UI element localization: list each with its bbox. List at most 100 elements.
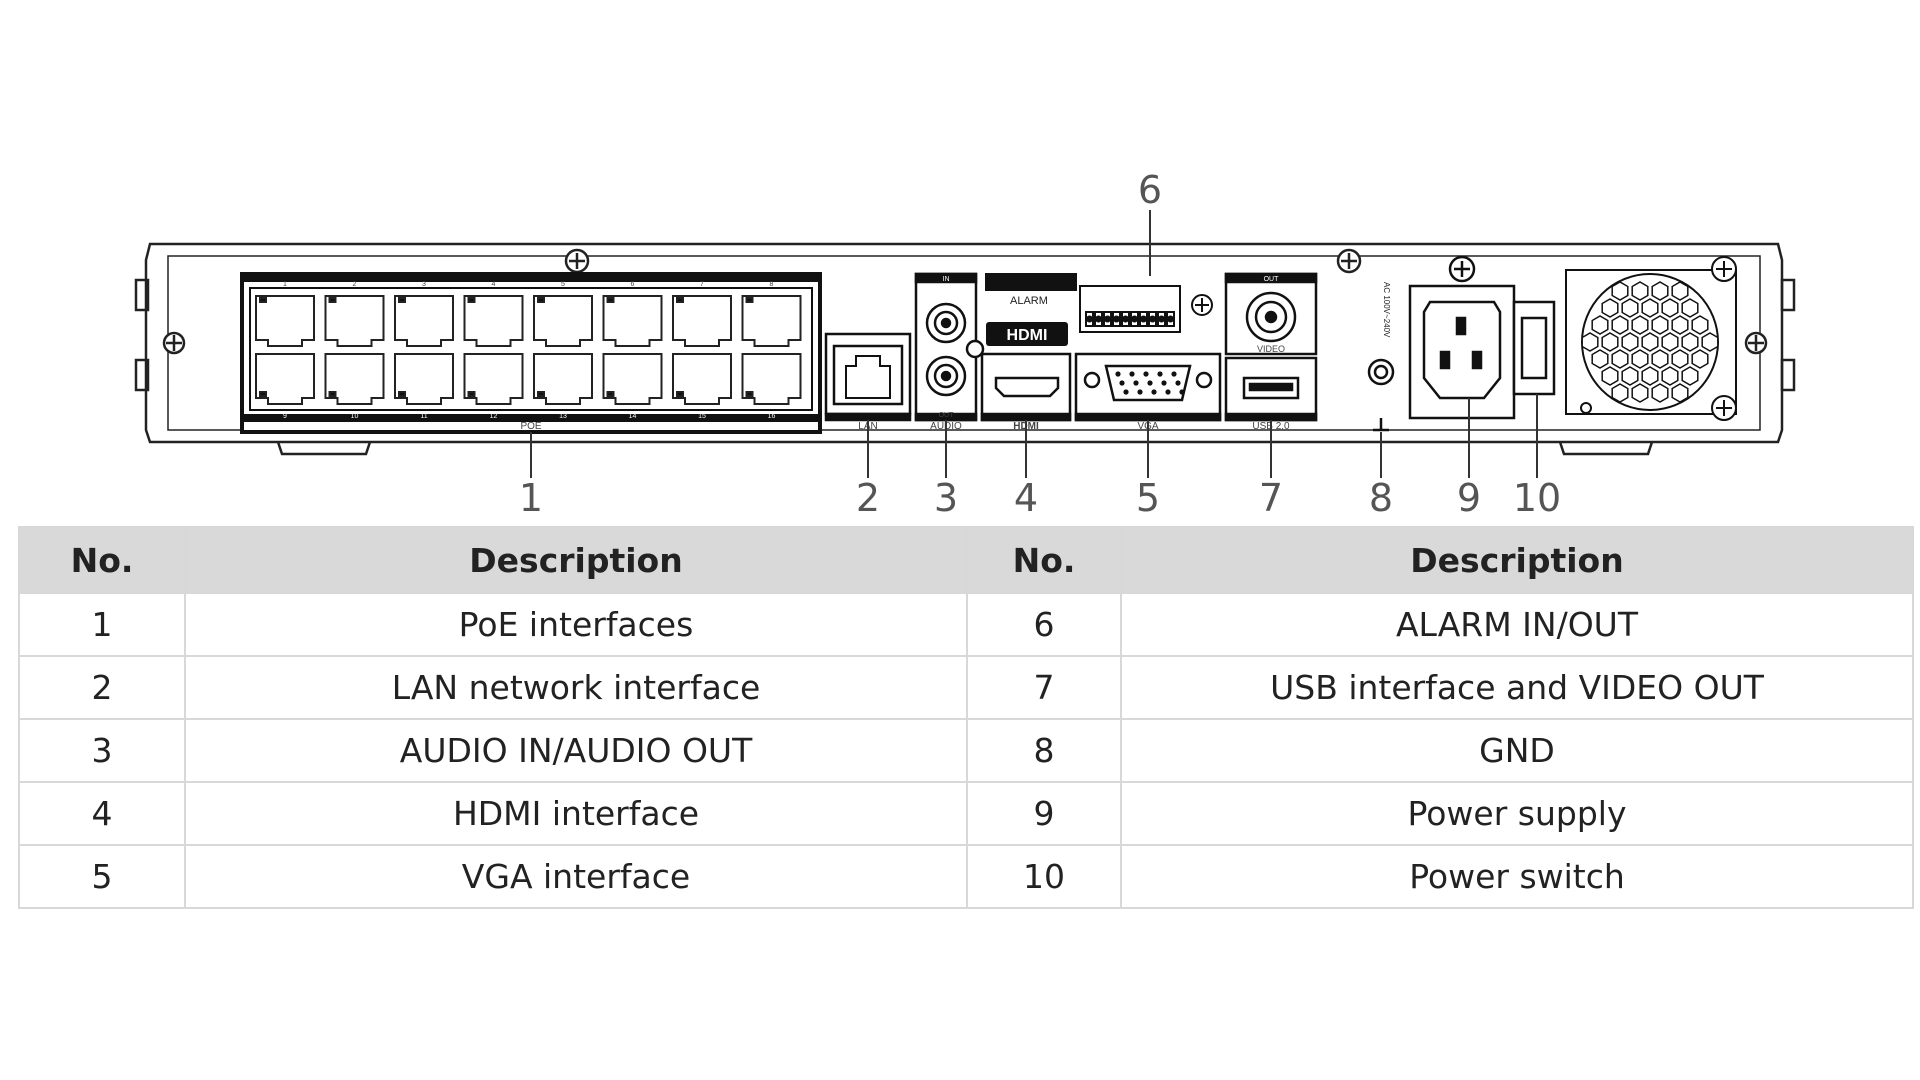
- alarm-pin-screw-icon: [1167, 315, 1174, 323]
- fan-grille-hex: [1641, 332, 1659, 352]
- header-description-left: Description: [184, 526, 968, 594]
- callout-leaders: [530, 210, 1538, 478]
- header-no-left: No.: [18, 526, 186, 594]
- fan-grille-hex: [1601, 332, 1619, 352]
- port-led-icon: [467, 297, 476, 303]
- cell-no: 5: [18, 844, 186, 909]
- fan-grille-hex: [1671, 281, 1689, 301]
- table-row: 3 AUDIO IN/AUDIO OUT 8 GND: [18, 718, 1914, 783]
- poe-port-number: 6: [631, 281, 635, 288]
- cell-description: ALARM IN/OUT: [1120, 592, 1914, 657]
- fan-grille-hex: [1681, 298, 1699, 318]
- port-led-icon: [745, 391, 754, 397]
- video-label: VIDEO: [1257, 344, 1285, 354]
- fan-grille-hex: [1671, 315, 1689, 335]
- fan-grille-hex: [1601, 366, 1619, 386]
- vga-pin-icon: [1123, 389, 1129, 395]
- poe-port-number: 10: [351, 413, 359, 420]
- cell-no: 3: [18, 718, 186, 783]
- vga-pin-icon: [1147, 380, 1153, 386]
- port-led-icon: [606, 297, 615, 303]
- table-row: 5 VGA interface 10 Power switch: [18, 844, 1914, 909]
- rj45-port-icon: [533, 353, 593, 405]
- fan-grille-hex: [1671, 383, 1689, 403]
- cell-no: 8: [966, 718, 1122, 783]
- gnd-terminal: [1367, 358, 1395, 432]
- rj45-port-icon: [324, 295, 385, 347]
- poe-label: POE: [520, 421, 541, 432]
- rj45-port-icon: [672, 295, 732, 347]
- rj45-port-icon: [324, 353, 385, 405]
- alarm-pin-screw-icon: [1122, 315, 1129, 323]
- poe-port-number: 1: [283, 281, 287, 288]
- poe-port-number: 5: [561, 281, 565, 288]
- callout-5: 5: [1135, 476, 1161, 520]
- poe-port-number: 16: [768, 413, 776, 420]
- cell-description: HDMI interface: [184, 781, 968, 846]
- alarm-pin-screw-icon: [1140, 315, 1147, 323]
- cell-description: GND: [1120, 718, 1914, 783]
- audio-out-label: OUT: [939, 412, 955, 419]
- port-led-icon: [259, 297, 267, 303]
- fan-grille-hex: [1601, 298, 1619, 318]
- poe-port-number: 11: [420, 413, 427, 420]
- fan-grille-hex: [1651, 349, 1669, 369]
- rj45-port-icon: [255, 353, 315, 405]
- vga-pin-icon: [1137, 389, 1143, 395]
- hdmi-interface: [980, 352, 1072, 422]
- table-row: 2 LAN network interface 7 USB interface …: [18, 655, 1914, 720]
- alarm-pin-screw-icon: [1095, 315, 1102, 323]
- fan-grille-hex: [1631, 315, 1649, 335]
- power-switch: [1512, 300, 1556, 396]
- poe-port-number: 14: [629, 413, 637, 420]
- cell-description: PoE interfaces: [184, 592, 968, 657]
- video-out-label: OUT: [1264, 276, 1280, 283]
- cell-description: VGA interface: [184, 844, 968, 909]
- fan-grille-hex: [1591, 349, 1609, 369]
- vga-pin-icon: [1143, 371, 1149, 377]
- port-led-icon: [537, 297, 545, 303]
- fan-grille-hex: [1661, 298, 1679, 318]
- port-led-icon: [398, 391, 406, 397]
- fan-grille-hex: [1631, 383, 1649, 403]
- callout-9: 9: [1456, 476, 1482, 520]
- audio-in-label: IN: [943, 276, 950, 283]
- power-rating-label: AC 100V~240V: [1382, 282, 1391, 338]
- rj45-port-icon: [741, 295, 802, 347]
- alarm-pin-screw-icon: [1149, 315, 1156, 323]
- port-led-icon: [537, 391, 545, 397]
- cell-description: USB interface and VIDEO OUT: [1120, 655, 1914, 720]
- cell-no: 4: [18, 781, 186, 846]
- port-led-icon: [328, 391, 337, 397]
- vga-pin-icon: [1165, 389, 1171, 395]
- fan-grille-hex: [1611, 281, 1629, 301]
- fan-grille-hex: [1591, 315, 1609, 335]
- poe-port-number: 3: [422, 281, 426, 288]
- alarm-pin-screw-icon: [1104, 315, 1111, 323]
- vga-pin-icon: [1161, 380, 1167, 386]
- port-led-icon: [467, 391, 476, 397]
- poe-port-number: 2: [353, 281, 357, 288]
- alarm-pin-screw-icon: [1131, 315, 1138, 323]
- header-no-right: No.: [966, 526, 1122, 594]
- alarm-pin-screw-icon: [1086, 315, 1093, 323]
- header-description-right: Description: [1120, 526, 1914, 594]
- cell-description: AUDIO IN/AUDIO OUT: [184, 718, 968, 783]
- table-header-row: No. Description No. Description: [18, 526, 1914, 594]
- poe-port-number: 12: [490, 413, 498, 420]
- cell-no: 1: [18, 592, 186, 657]
- vga-pin-icon: [1151, 389, 1157, 395]
- fan-grille-hex: [1661, 366, 1679, 386]
- callout-1: 1: [518, 476, 544, 520]
- fan-grille-hex: [1621, 366, 1639, 386]
- fan-grille-hex: [1691, 349, 1709, 369]
- rj45-port-icon: [463, 295, 524, 347]
- fan-grille-hex: [1581, 332, 1599, 352]
- cell-no: 7: [966, 655, 1122, 720]
- fan-grille-hex: [1611, 315, 1629, 335]
- vga-pin-icon: [1171, 371, 1177, 377]
- rj45-port-icon: [741, 353, 802, 405]
- rj45-port-icon: [394, 353, 454, 405]
- rj45-port-icon: [602, 295, 663, 347]
